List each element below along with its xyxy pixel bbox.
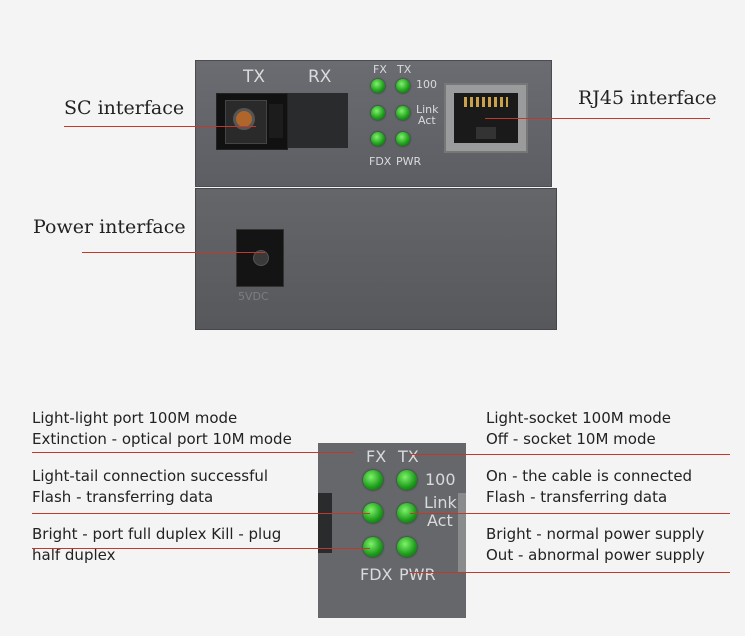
legend-link-right-line2: Flash - transferring data bbox=[486, 488, 668, 506]
legend-link-left-line bbox=[32, 513, 370, 514]
power-jack bbox=[236, 229, 284, 287]
zoom-label-act: Act bbox=[427, 511, 453, 530]
legend-pwr-line2: Out - abnormal power supply bbox=[486, 546, 705, 564]
legend-fdx-line2: half duplex bbox=[32, 546, 116, 564]
led-label-100: 100 bbox=[416, 78, 437, 91]
legend-link-right-line1: On - the cable is connected bbox=[486, 467, 693, 485]
led-label-tx: TX bbox=[397, 63, 412, 76]
zoom-led-tx-link-icon bbox=[397, 503, 417, 523]
legend-pwr-line1: Bright - normal power supply bbox=[486, 525, 705, 543]
legend-link-right-line bbox=[410, 513, 730, 514]
sc-port bbox=[216, 93, 288, 150]
legend-tx-line2: Off - socket 10M mode bbox=[486, 430, 656, 448]
rx-port-label: RX bbox=[308, 67, 332, 87]
legend-pwr-line bbox=[410, 572, 730, 573]
power-interface-label: Power interface bbox=[33, 216, 186, 238]
led-fx-icon bbox=[371, 79, 385, 93]
led-label-pwr: PWR bbox=[396, 155, 422, 168]
media-converter-front: TX RX FX TX 100 Link Act FDX PWR bbox=[195, 60, 552, 187]
led-zoom-panel: FX TX 100 Link Act FDX PWR bbox=[318, 443, 466, 618]
sc-interface-label: SC interface bbox=[64, 97, 185, 119]
legend-tx-line bbox=[410, 454, 730, 455]
legend-link-left-line1: Light-tail connection successful bbox=[32, 467, 269, 485]
led-pwr-icon bbox=[396, 132, 410, 146]
zoom-label-pwr: PWR bbox=[399, 565, 436, 584]
led-label-act: Act bbox=[418, 114, 436, 127]
led-label-fx: FX bbox=[373, 63, 387, 76]
rj45-callout-line bbox=[485, 118, 710, 119]
zoom-label-100: 100 bbox=[425, 470, 456, 489]
power-rating-label: 5VDC bbox=[238, 290, 269, 303]
led-label-link: Link bbox=[416, 103, 439, 116]
legend-fdx-line1: Bright - port full duplex Kill - plug bbox=[32, 525, 282, 543]
led-label-fdx: FDX bbox=[369, 155, 392, 168]
led-tx-link-icon bbox=[396, 106, 410, 120]
tx-port-label: TX bbox=[243, 67, 266, 87]
legend-fdx-line bbox=[32, 548, 370, 549]
zoom-led-fdx-icon bbox=[363, 537, 383, 557]
zoom-led-fx-icon bbox=[363, 470, 383, 490]
zoom-label-fx: FX bbox=[366, 447, 387, 466]
zoom-led-fx-link-icon bbox=[363, 503, 383, 523]
power-pin-icon bbox=[253, 250, 269, 266]
zoom-label-link: Link bbox=[424, 493, 457, 512]
legend-fx-line1: Light-light port 100M mode bbox=[32, 409, 238, 427]
media-converter-rear: 5VDC bbox=[195, 188, 557, 330]
led-tx-icon bbox=[396, 79, 410, 93]
rj45-interface-label: RJ45 interface bbox=[578, 87, 717, 109]
led-fdx-icon bbox=[371, 132, 385, 146]
zoom-label-fdx: FDX bbox=[360, 565, 393, 584]
zoom-label-tx: TX bbox=[398, 447, 419, 466]
led-fx-link-icon bbox=[371, 106, 385, 120]
zoom-led-tx-icon bbox=[397, 470, 417, 490]
legend-fx-line bbox=[32, 452, 354, 453]
power-callout-line bbox=[82, 252, 265, 253]
sc-callout-line bbox=[64, 126, 256, 127]
legend-fx-line2: Extinction - optical port 10M mode bbox=[32, 430, 292, 448]
legend-tx-line1: Light-socket 100M mode bbox=[486, 409, 671, 427]
fiber-ferrule-icon bbox=[233, 108, 255, 130]
zoom-led-pwr-icon bbox=[397, 537, 417, 557]
legend-link-left-line2: Flash - transferring data bbox=[32, 488, 214, 506]
